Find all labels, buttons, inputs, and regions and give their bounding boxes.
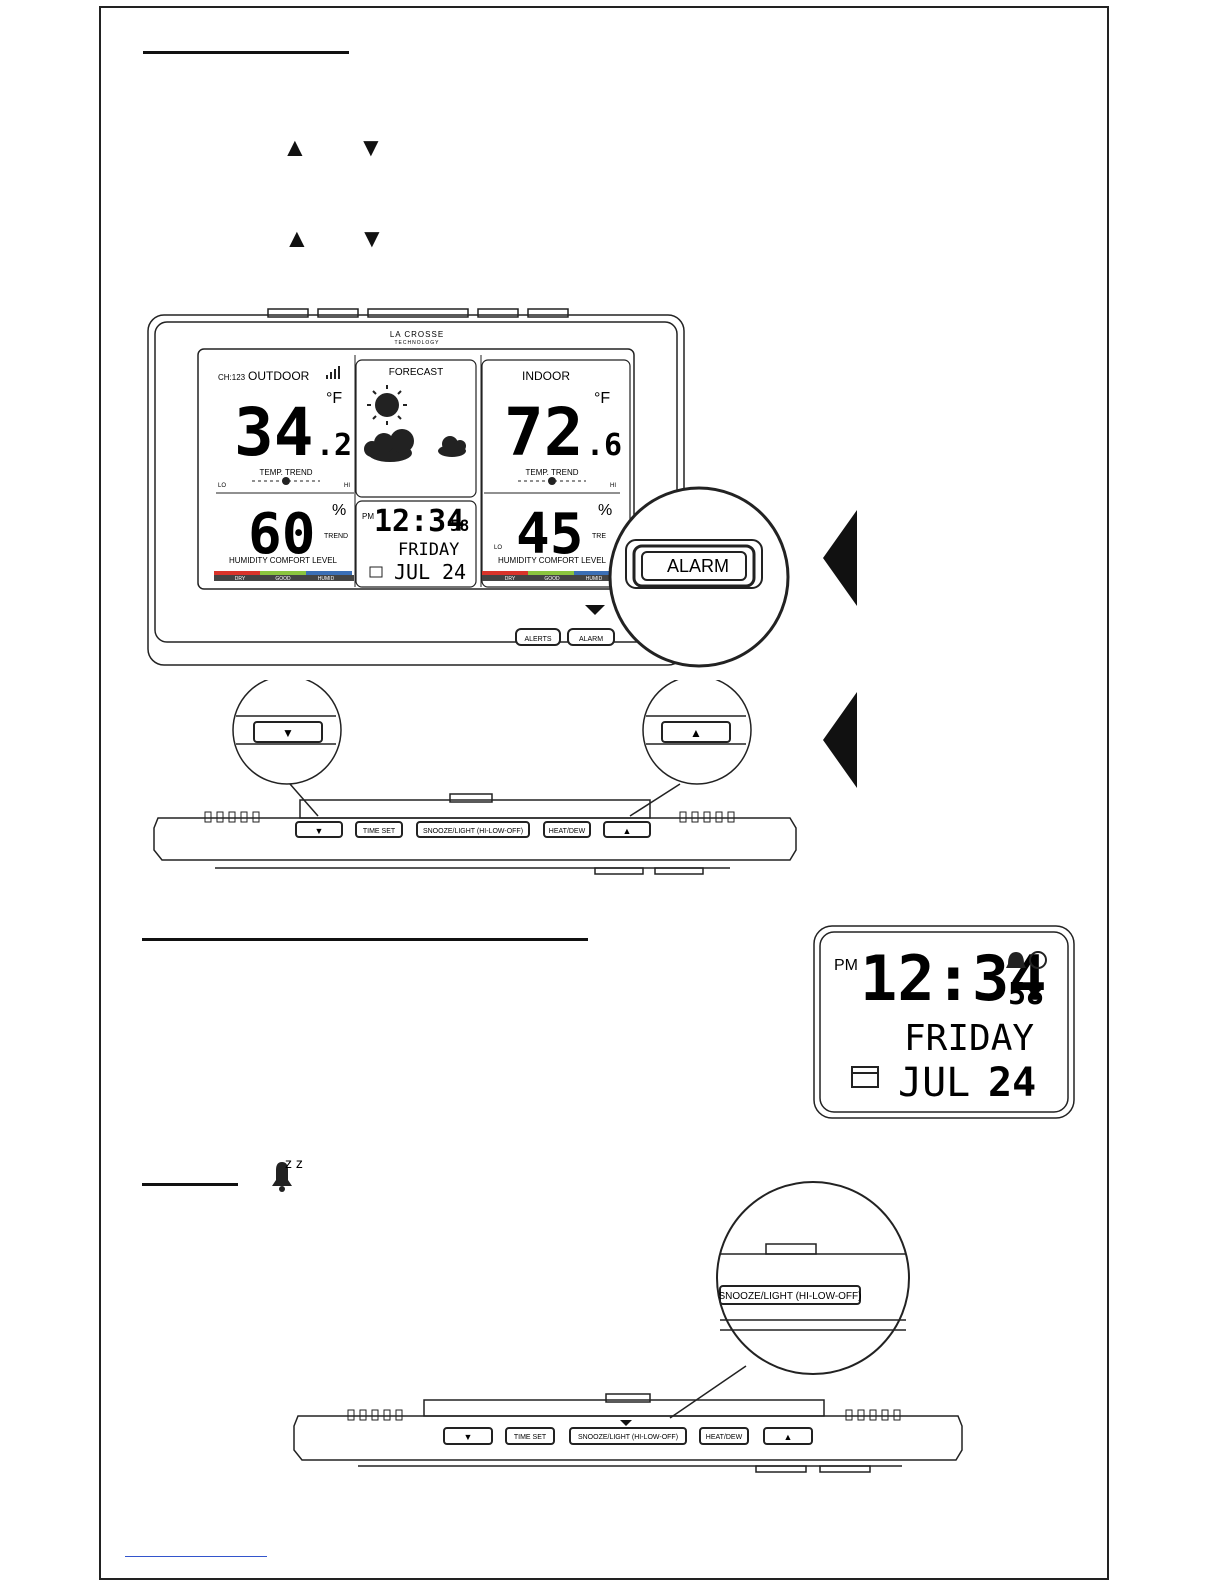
outdoor-label: OUTDOOR — [248, 369, 310, 383]
indoor-lo: LO — [494, 545, 502, 551]
indoor-dry: DRY — [505, 576, 516, 582]
detail-date: 24 — [988, 1060, 1036, 1106]
alerts-button-label: ALERTS — [524, 636, 551, 643]
alarm-button-label: ALARM — [579, 636, 603, 643]
outdoor-humid: HUMID — [318, 576, 335, 582]
time-set-button[interactable] — [355, 821, 403, 838]
outdoor-humidity-unit: % — [332, 502, 346, 519]
indoor-humidity: 45 — [516, 502, 583, 567]
detail-month: JUL — [898, 1060, 970, 1106]
time-set-button[interactable] — [505, 1427, 555, 1445]
zoom-alarm-label: ALARM — [667, 556, 729, 576]
outdoor-humidity-trend: TREND — [324, 533, 348, 540]
snooze-label: SNOOZE/LIGHT (HI-LOW-OFF) — [578, 1434, 678, 1441]
calendar-icon — [369, 566, 383, 578]
alarm-zoom-callout: ALARM — [608, 486, 790, 668]
heat-dew-button[interactable] — [543, 821, 591, 838]
brand-logo: LA CROSSE — [390, 330, 444, 339]
snooze-label: SNOOZE/LIGHT (HI-LOW-OFF) — [423, 828, 523, 835]
up-button[interactable] — [763, 1427, 813, 1445]
clock-seconds: 58 — [450, 516, 469, 535]
outdoor-dry: DRY — [235, 576, 246, 582]
down-arrow-icon: ▼ — [358, 132, 384, 162]
zoom-up-button[interactable] — [661, 721, 731, 743]
indoor-unit: °F — [594, 390, 610, 407]
up-button-label: ▲ — [784, 1432, 793, 1442]
pointer-arrow-icon — [823, 692, 857, 788]
indoor-label: INDOOR — [522, 369, 570, 383]
indoor-temp: 72 — [504, 394, 583, 471]
time-set-label: TIME SET — [363, 828, 396, 835]
indoor-good: GOOD — [544, 576, 560, 582]
indoor-trend-label: TEMP. TREND — [525, 468, 578, 477]
indoor-humid: HUMID — [586, 576, 603, 582]
detail-ampm: PM — [834, 957, 858, 974]
footer-link-line[interactable] — [125, 1556, 267, 1557]
clock-day: FRIDAY — [398, 540, 459, 560]
down-button-label: ▼ — [315, 826, 324, 836]
weather-station-illustration: LA CROSSE TECHNOLOGY CH:123 OUTDOOR 34 .… — [147, 308, 685, 666]
indoor-comfort-label: HUMIDITY COMFORT LEVEL — [498, 556, 607, 565]
heat-dew-label: HEAT/DEW — [706, 1434, 743, 1441]
snooze-bell-icon: z z — [272, 1155, 303, 1192]
up-button[interactable] — [603, 821, 651, 838]
signal-tower-icon — [1029, 951, 1047, 969]
down-button[interactable] — [295, 821, 343, 838]
clock-ampm: PM — [362, 512, 374, 521]
page-frame — [99, 6, 1109, 1580]
outdoor-lo: LO — [218, 483, 226, 489]
indoor-hi: HI — [610, 483, 616, 489]
up-arrow-icon: ▲ — [284, 223, 310, 253]
up-button-label: ▲ — [623, 826, 632, 836]
snooze-light-button[interactable] — [569, 1427, 687, 1445]
svg-text:z z: z z — [285, 1155, 303, 1171]
outdoor-temp: 34 — [234, 394, 313, 471]
heat-dew-label: HEAT/DEW — [549, 828, 586, 835]
snooze-zoom-illustration: SNOOZE/LIGHT (HI-LOW-OFF) ▼ TIME SET SNO… — [293, 1181, 963, 1473]
clock-display-detail: PM 12:34 58 FRIDAY JUL 24 — [813, 925, 1075, 1119]
outdoor-comfort-label: HUMIDITY COMFORT LEVEL — [229, 556, 338, 565]
down-button[interactable] — [443, 1427, 493, 1445]
outdoor-good: GOOD — [275, 576, 291, 582]
top-view-illustration: ▼ ▲ ▼ TIME SET SNOOZE/LIGHT (HI-LOW-OFF)… — [153, 680, 797, 875]
cloud-icon — [364, 429, 466, 462]
clock-time: 12:34 — [374, 504, 464, 539]
section-heading-rule — [142, 1183, 238, 1186]
zoom-down-label: ▼ — [282, 726, 294, 740]
up-arrow-icon: ▲ — [282, 132, 308, 162]
brand-sub: TECHNOLOGY — [394, 340, 439, 346]
outdoor-humidity: 60 — [248, 502, 315, 567]
snooze-light-button[interactable] — [416, 821, 530, 838]
clock-date: 24 — [442, 560, 466, 584]
alarm-button[interactable] — [567, 628, 615, 646]
calendar-icon — [851, 1066, 879, 1088]
forecast-label: FORECAST — [389, 367, 443, 378]
indoor-humidity-unit: % — [598, 502, 612, 519]
zoom-up-label: ▲ — [690, 726, 702, 740]
alarm-bell-icon — [1006, 952, 1026, 968]
pointer-arrow-icon — [823, 510, 857, 606]
down-button-label: ▼ — [464, 1432, 473, 1442]
outdoor-trend-label: TEMP. TREND — [259, 468, 312, 477]
alerts-button[interactable] — [515, 628, 561, 646]
signal-icon — [326, 366, 340, 379]
outdoor-temp-decimal: .2 — [316, 428, 352, 463]
section-heading-rule — [142, 938, 588, 941]
indoor-humidity-trend: TRE — [592, 533, 606, 540]
heat-dew-button[interactable] — [699, 1427, 749, 1445]
zoom-snooze-label: SNOOZE/LIGHT (HI-LOW-OFF) — [719, 1291, 862, 1302]
detail-day: FRIDAY — [904, 1018, 1034, 1059]
outdoor-channel: CH:123 — [218, 373, 246, 382]
section-heading-rule — [143, 51, 349, 54]
detail-seconds: 58 — [1008, 977, 1044, 1012]
time-set-label: TIME SET — [514, 1434, 547, 1441]
outdoor-unit: °F — [326, 390, 342, 407]
down-arrow-icon: ▼ — [359, 223, 385, 253]
outdoor-hi: HI — [344, 483, 350, 489]
sun-icon — [367, 385, 407, 425]
indoor-temp-decimal: .6 — [586, 428, 622, 463]
clock-month: JUL — [394, 560, 430, 584]
zoom-snooze-button[interactable] — [719, 1285, 861, 1305]
zoom-down-button[interactable] — [253, 721, 323, 743]
